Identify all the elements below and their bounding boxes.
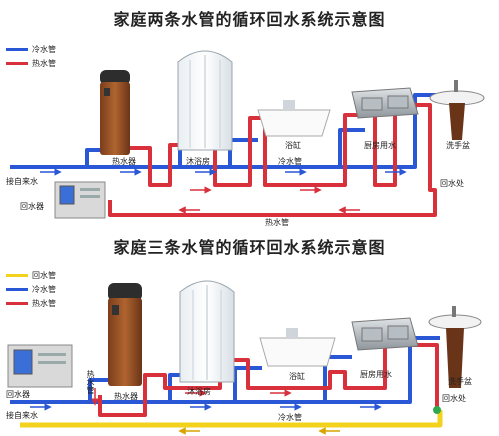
d1-legend-label-cold: 冷水管 <box>32 45 56 54</box>
diagram2-pipes <box>10 336 443 428</box>
d1-cold-branch-tub <box>228 138 258 167</box>
diagram1-arrows <box>40 168 407 214</box>
diagram2-arrows <box>30 388 382 435</box>
d2-label-return-point: 回水处 <box>442 394 466 403</box>
d1-legend-swatch-cold <box>6 48 28 51</box>
d1-water-heater <box>100 70 130 155</box>
diagram2-title: 家庭三条水管的循环回水系统示意图 <box>113 238 386 257</box>
d1-hot-pipe <box>108 103 437 217</box>
d2-bathtub <box>259 328 336 367</box>
d1-legend-label-hot: 热水管 <box>32 59 56 68</box>
d1-label-return-point: 回水处 <box>440 179 464 188</box>
d2-label-shower: 沐浴房 <box>187 387 211 396</box>
d2-return-pipe <box>20 410 443 428</box>
d1-label-washbasin: 洗手盆 <box>446 141 470 150</box>
d1-legend-item-hot: 热水管 <box>6 58 56 69</box>
d2-label-bathtub: 浴缸 <box>289 372 305 381</box>
d2-junction-node <box>433 406 441 414</box>
d2-legend-label-cold: 冷水管 <box>32 285 56 294</box>
d2-label-cold-pipe: 冷水管 <box>278 413 302 422</box>
d2-washbasin <box>428 306 482 388</box>
d2-label-hot-pipe-vertical: 热水管 <box>86 370 95 394</box>
d1-label-inlet: 接自来水 <box>6 177 38 186</box>
d2-legend-item-hot: 热水管 <box>6 298 56 309</box>
d2-cold-branch-heater <box>88 378 110 402</box>
d1-washbasin <box>429 80 485 140</box>
d2-hot-pipe <box>98 343 439 417</box>
d2-legend-label-hot: 热水管 <box>32 299 56 308</box>
d1-bathtub <box>257 100 331 137</box>
d1-recirc-unit <box>54 181 106 219</box>
d2-legend-swatch-return <box>6 274 28 277</box>
diagram1-title: 家庭两条水管的循环回水系统示意图 <box>113 10 386 29</box>
d2-label-recirc-unit: 回水器 <box>6 390 30 399</box>
d2-legend-label-return: 回水管 <box>32 271 56 280</box>
d1-label-kitchen: 厨房用水 <box>364 141 396 150</box>
d2-water-heater <box>108 283 142 386</box>
d1-label-cold-pipe: 冷水管 <box>278 157 302 166</box>
d2-label-inlet: 接自来水 <box>6 411 38 420</box>
d2-cold-branch-tub <box>233 366 262 402</box>
d1-kitchen-sink <box>351 87 419 119</box>
d2-shower <box>179 280 235 383</box>
d2-legend-item-cold: 冷水管 <box>6 284 56 295</box>
d2-legend-item-return: 回水管 <box>6 270 56 281</box>
d1-legend-item-cold: 冷水管 <box>6 44 56 55</box>
d1-label-recirc-unit: 回水器 <box>20 202 44 211</box>
d2-label-washbasin: 洗手盆 <box>448 377 472 386</box>
d2-kitchen-sink <box>351 317 419 351</box>
d2-legend-swatch-hot <box>6 302 28 305</box>
d2-cold-pipe <box>10 336 440 404</box>
d2-label-water-heater: 热水器 <box>114 392 138 401</box>
d2-recirc-unit <box>7 344 73 388</box>
d1-cold-branch-kitchen <box>338 128 365 167</box>
d1-label-water-heater: 热水器 <box>112 157 136 166</box>
d1-legend-swatch-hot <box>6 62 28 65</box>
d1-label-hot-pipe: 热水管 <box>265 218 289 227</box>
d2-label-kitchen: 厨房用水 <box>360 370 392 379</box>
d2-legend-swatch-cold <box>6 288 28 291</box>
d1-label-bathtub: 浴缸 <box>285 141 301 150</box>
d1-label-shower: 沐浴房 <box>186 157 210 166</box>
d1-shower <box>177 50 233 151</box>
